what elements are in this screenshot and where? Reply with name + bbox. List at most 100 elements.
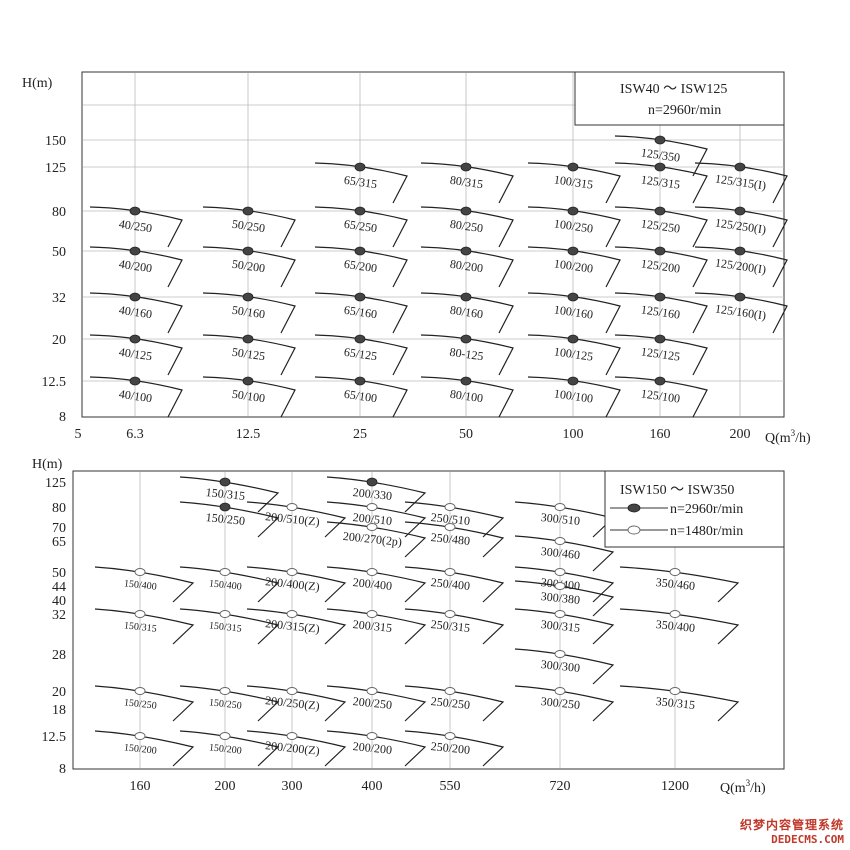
curve2-250-400-15: [404, 566, 505, 603]
point2-300-460-9: [554, 537, 566, 545]
chart2-points: [134, 477, 681, 740]
point-65-100: [354, 376, 366, 386]
point-125-315-i: [734, 162, 746, 172]
point-80-315: [460, 162, 472, 172]
chart2-y-tick-40: 40: [52, 594, 66, 609]
label2-200-200-36: 200/200: [352, 739, 393, 757]
point2-200-200-36: [366, 732, 378, 740]
label-125-160-i: 125/160(I): [714, 302, 767, 323]
chart2-x-tick-720: 720: [550, 779, 571, 794]
point-80-160: [460, 292, 472, 302]
chart1-y-tick-150: 150: [45, 134, 66, 149]
point2-200-400-14: [366, 568, 378, 576]
label-65-315: 65/315: [343, 173, 378, 192]
chart-isw40-isw125: 40/25040/20040/16040/12540/10050/25050/2…: [22, 71, 811, 446]
point-65-160: [354, 292, 366, 302]
point2-150-315-0: [219, 477, 231, 487]
label2-250-480-7: 250/480: [430, 530, 471, 548]
curve2-200-400-z-13: [246, 566, 347, 603]
label2-150-315-19: 150/315: [208, 620, 242, 634]
label-100-315: 100/315: [553, 172, 594, 191]
label-40-125: 40/125: [118, 345, 153, 364]
curve2-150-400-11: [94, 566, 195, 603]
label-125-250: 125/250: [640, 216, 681, 235]
label2-200-315-z-20: 200/315(Z): [265, 616, 321, 636]
chart2-x-axis-label: Q(m3/h): [720, 778, 766, 796]
point2-250-510-6: [444, 503, 456, 511]
point-65-125: [354, 334, 366, 344]
curve2-300-400-16: [514, 566, 615, 603]
label-40-160: 40/160: [118, 303, 153, 322]
chart1-y-tick-20: 20: [52, 333, 66, 348]
label2-150-250-26: 150/250: [123, 697, 157, 711]
chart1-y-tick-12-5: 12.5: [42, 375, 67, 390]
label2-300-380-17: 300/380: [540, 589, 581, 607]
point-125-160-i: [734, 292, 746, 302]
chart1-x-tick-100: 100: [563, 427, 584, 442]
point2-150-200-34: [219, 732, 231, 740]
label2-150-200-33: 150/200: [123, 742, 157, 756]
label2-300-315-23: 300/315: [540, 617, 581, 635]
chart1-x-tick-160: 160: [650, 427, 671, 442]
point2-250-480-7: [444, 523, 456, 531]
point2-350-315-32: [669, 687, 681, 695]
label-65-200: 65/200: [343, 257, 378, 276]
curve2-350-315-32: [619, 685, 740, 722]
point2-150-315-18: [134, 610, 146, 618]
label-125-160: 125/160: [640, 302, 681, 321]
chart1-x-tick-5: 5: [75, 427, 82, 442]
chart1-x-tick-50: 50: [459, 427, 473, 442]
chart2-legend-2960: n=2960r/min: [670, 502, 743, 517]
chart1-y-axis-label: H(m): [22, 76, 53, 91]
point-80-200: [460, 246, 472, 256]
chart1-y-tick-80: 80: [52, 205, 66, 220]
point-80-125: [460, 334, 472, 344]
label-100-100: 100/100: [553, 386, 594, 405]
chart2-y-tick-70: 70: [52, 521, 66, 536]
point2-200-315-z-20: [286, 610, 298, 618]
curve2-200-315-z-20: [246, 608, 347, 645]
label2-300-250-31: 300/250: [540, 694, 581, 712]
point2-200-330-2: [366, 477, 378, 487]
point2-250-315-22: [444, 610, 456, 618]
label-80-100: 80/100: [449, 387, 484, 406]
label2-200-510-4: 200/510: [352, 510, 393, 528]
curve2-150-250-27: [179, 685, 280, 722]
point-100-160: [567, 292, 579, 302]
point-50-200: [242, 246, 254, 256]
label2-150-400-12: 150/400: [208, 578, 242, 592]
label-100-250: 100/250: [553, 216, 594, 235]
chart1-curves: [89, 135, 788, 418]
point-125-315: [654, 162, 666, 172]
point2-250-200-37: [444, 732, 456, 740]
curve2-150-315-18: [94, 608, 195, 645]
point-125-125: [654, 334, 666, 344]
chart2-curves: [94, 476, 740, 767]
label-100-160: 100/160: [553, 302, 594, 321]
label-65-125: 65/125: [343, 345, 378, 364]
chart2-point-labels: 150/315150/250200/330200/510(Z)200/51020…: [123, 485, 695, 758]
label2-200-200-z-35: 200/200(Z): [265, 738, 321, 758]
point-125-160: [654, 292, 666, 302]
curve2-200-400-14: [326, 566, 427, 603]
curve2-150-315-0: [179, 476, 280, 513]
chart2-y-tick-18: 18: [52, 703, 66, 718]
point2-200-250-29: [366, 687, 378, 695]
watermark-line2: DEDECMS.COM: [771, 833, 844, 846]
chart2-y-tick-65: 65: [52, 535, 66, 550]
point-100-125: [567, 334, 579, 344]
chart2-frame: [72, 470, 785, 770]
point2-200-270-2p-5: [366, 523, 378, 531]
curve2-150-315-19: [179, 608, 280, 645]
chart1-x-tick-200: 200: [730, 427, 751, 442]
curve2-350-400-24: [619, 608, 740, 645]
point-100-250: [567, 206, 579, 216]
label-80-315: 80/315: [449, 173, 484, 192]
point2-150-250-26: [134, 687, 146, 695]
label2-150-315-0: 150/315: [205, 485, 246, 503]
label-125-200: 125/200: [640, 256, 681, 275]
label2-200-315-21: 200/315: [352, 617, 393, 635]
chart2-y-tick-44: 44: [52, 580, 66, 595]
